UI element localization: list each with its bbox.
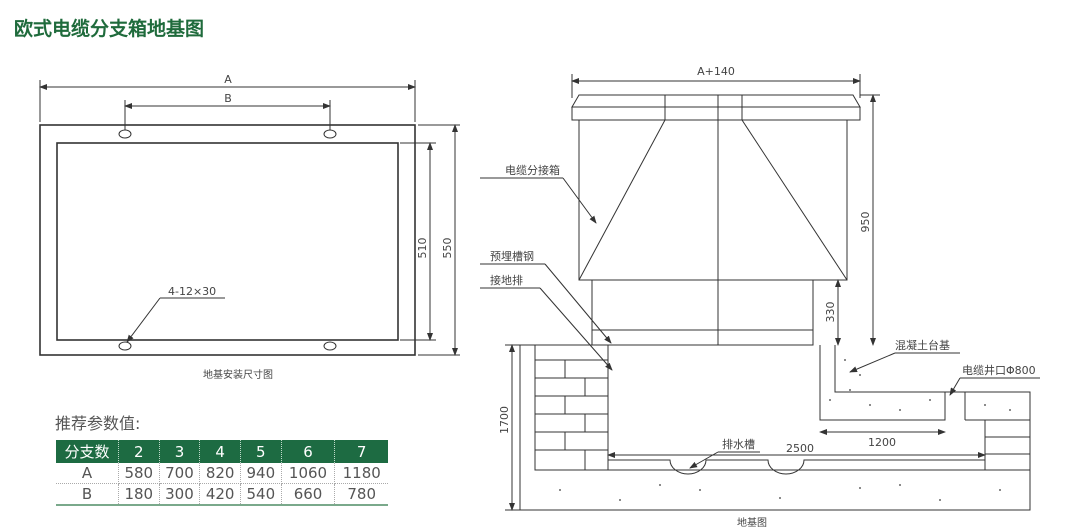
dim-1200-label: 1200 bbox=[868, 436, 896, 449]
header-cell: 3 bbox=[159, 440, 201, 463]
dim-2500-label: 2500 bbox=[786, 442, 814, 455]
header-cell: 4 bbox=[199, 440, 241, 463]
cell: 700 bbox=[159, 463, 201, 484]
dim-1700-label: 1700 bbox=[498, 406, 511, 434]
hole-spec-label: 4-12×30 bbox=[168, 285, 216, 298]
label-concrete: 混凝土台基 bbox=[895, 338, 950, 352]
cell: 660 bbox=[281, 483, 336, 506]
dim-950-label: 950 bbox=[859, 212, 872, 233]
cell: 300 bbox=[159, 483, 201, 506]
outer-frame bbox=[39, 124, 416, 356]
cell: A bbox=[56, 463, 119, 484]
label-cable-well: 电缆井口Φ800 bbox=[962, 363, 1036, 377]
cell: 940 bbox=[240, 463, 282, 484]
header-cell: 分支数 bbox=[56, 440, 119, 463]
cell: 820 bbox=[199, 463, 241, 484]
label-ground-bar: 接地排 bbox=[490, 273, 523, 287]
cell: 1180 bbox=[334, 463, 388, 484]
cell: 540 bbox=[240, 483, 282, 506]
brick-wall bbox=[519, 344, 609, 510]
cell: 180 bbox=[118, 483, 160, 506]
page-title: 欧式电缆分支箱地基图 bbox=[14, 18, 205, 40]
recommended-title: 推荐参数值: bbox=[55, 414, 141, 433]
header-cell: 2 bbox=[118, 440, 160, 463]
label-channel-steel: 预埋槽钢 bbox=[490, 250, 534, 263]
foundation-plan-caption: 地基安装尺寸图 bbox=[203, 368, 273, 381]
dim-b-label: B bbox=[224, 92, 232, 105]
foundation-plan: A B 510 550 4-12×30 地基安装尺寸图 bbox=[39, 73, 460, 381]
table-row: A 580 700 820 940 1060 1180 bbox=[56, 463, 388, 484]
cell: 1060 bbox=[281, 463, 336, 484]
concrete-base bbox=[559, 345, 1031, 501]
label-cabinet: 电缆分接箱 bbox=[505, 163, 560, 177]
dim-550-label: 550 bbox=[441, 238, 454, 259]
cell: 580 bbox=[118, 463, 160, 484]
inner-frame bbox=[56, 142, 399, 341]
dim-510-label: 510 bbox=[416, 238, 429, 259]
header-cell: 5 bbox=[240, 440, 282, 463]
drain-floor bbox=[520, 459, 1031, 511]
header-cell: 7 bbox=[334, 440, 388, 463]
dim-330-label: 330 bbox=[824, 302, 837, 323]
foundation-section-caption: 地基图 bbox=[737, 516, 767, 529]
dim-a-label: A bbox=[224, 73, 232, 86]
cell: 420 bbox=[199, 483, 241, 506]
dim-top-label: A+140 bbox=[697, 65, 735, 78]
cabinet bbox=[571, 94, 861, 346]
foundation-section: A+140 950 330 bbox=[480, 65, 1040, 529]
mounting-holes bbox=[118, 129, 337, 351]
cell: B bbox=[56, 483, 119, 506]
table-header-row: 分支数 2 3 4 5 6 7 bbox=[56, 440, 388, 463]
header-cell: 6 bbox=[281, 440, 336, 463]
table-row: B 180 300 420 540 660 780 bbox=[56, 483, 388, 506]
cell: 780 bbox=[334, 483, 388, 506]
recommended-table: 分支数 2 3 4 5 6 7 A 580 700 820 940 1060 1… bbox=[56, 440, 388, 506]
label-drain: 排水槽 bbox=[722, 437, 755, 451]
